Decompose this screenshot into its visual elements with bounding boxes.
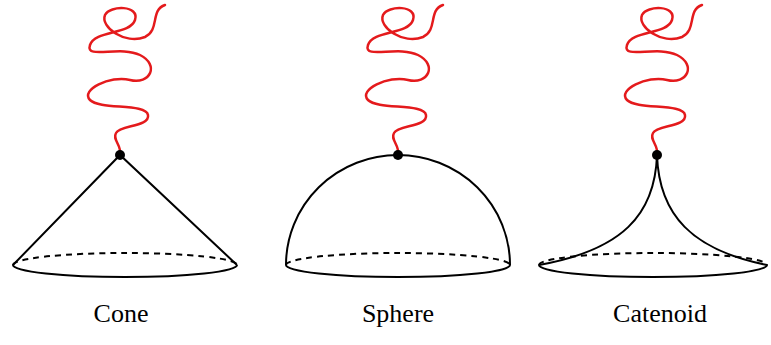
anchor-dots bbox=[115, 150, 662, 160]
shape-label: Sphere bbox=[362, 300, 434, 329]
catenoid-shape bbox=[539, 155, 767, 277]
shape-label: Catenoid bbox=[613, 300, 707, 329]
shape-label: Cone bbox=[94, 300, 149, 329]
polymer-chains bbox=[88, 5, 702, 155]
cone-shape bbox=[13, 155, 237, 277]
hemisphere-shape bbox=[286, 155, 510, 277]
